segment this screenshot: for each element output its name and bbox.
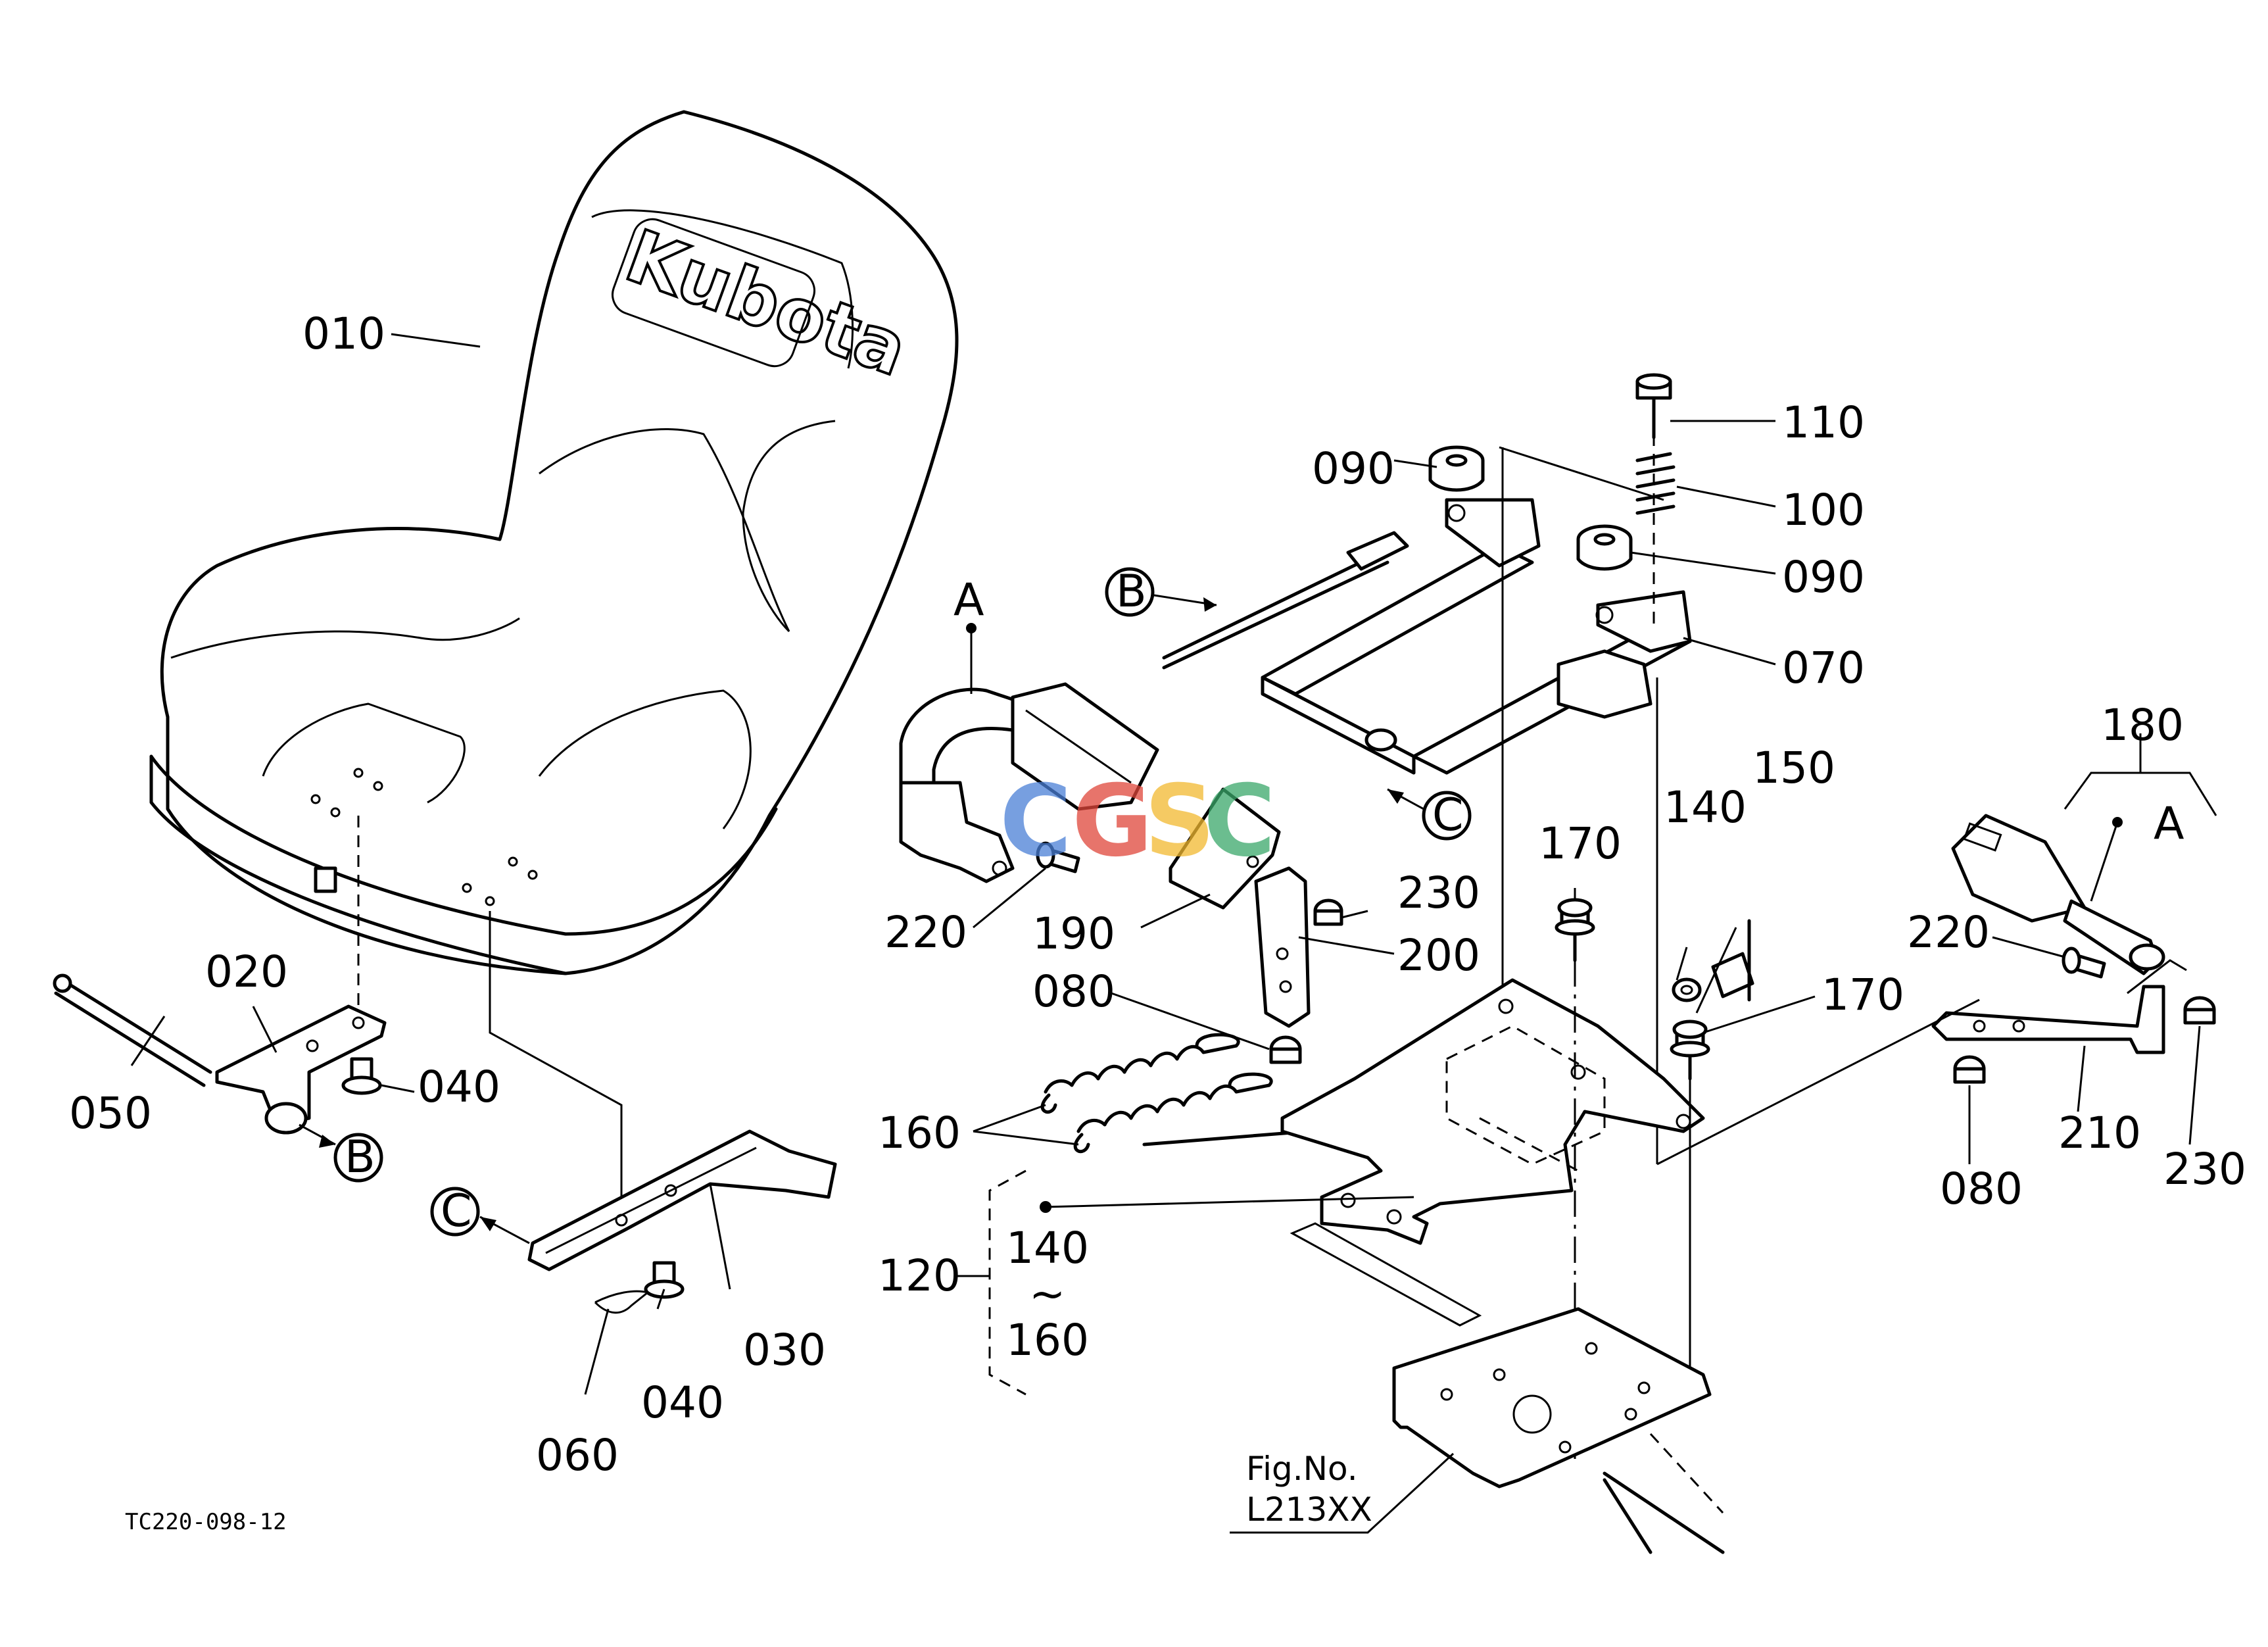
bolt-170-left [1555, 898, 1595, 962]
seat-belt-buckle-180 [1951, 814, 2165, 975]
leader-lines [130, 333, 2201, 1534]
callout-letters: A A B B C C [345, 566, 2184, 1237]
callout-a-left: A [953, 574, 984, 626]
label-040-lower: 040 [641, 1377, 724, 1428]
label-170-left: 170 [1539, 818, 1622, 869]
callout-c-circle-bottom [430, 1187, 530, 1244]
seat-logo-badge: Kubota [612, 212, 919, 393]
watermark-letter-4: C [1203, 764, 1276, 879]
callout-b-bottom: B [345, 1131, 375, 1183]
fig-ref-line1: Fig.No. [1246, 1450, 1358, 1488]
bolt-220-left [1036, 841, 1080, 873]
label-160-lower: 160 [1006, 1315, 1089, 1365]
watermark-letter-1: C [1000, 764, 1072, 879]
label-210: 210 [2058, 1108, 2141, 1158]
bolt-040-lower [644, 1261, 685, 1299]
label-140-upper: 140 [1664, 782, 1747, 833]
label-070: 070 [1782, 643, 1865, 693]
label-020: 020 [205, 946, 288, 997]
label-150: 150 [1752, 743, 1835, 793]
seat-rail-070 [1162, 498, 1692, 775]
callout-b-circle-bottom [299, 1123, 383, 1183]
label-040-upper: 040 [418, 1062, 500, 1112]
seat-belt-retractor [899, 682, 1159, 883]
washer-140 [1672, 977, 1702, 1002]
label-160-upper: 160 [878, 1108, 961, 1158]
label-230-right: 230 [2163, 1144, 2246, 1194]
label-080-right: 080 [1940, 1164, 2023, 1214]
bolt-220-right [2062, 946, 2106, 979]
label-140-lower: 140 [1006, 1223, 1089, 1273]
springs-160 [1040, 1033, 1273, 1154]
nut-230-left [1313, 898, 1343, 926]
range-bracket-120 [988, 1169, 1026, 1396]
drawing-id: TC220-098-12 [125, 1509, 287, 1535]
label-120: 120 [878, 1250, 961, 1301]
label-220-right: 220 [1907, 907, 1990, 958]
callout-a-right: A [2154, 798, 2184, 850]
leader-rail-assembly [1499, 446, 1664, 501]
part-labels: 010 020 050 040 030 040 060 090 110 100 … [69, 308, 2246, 1481]
callout-b-top: B [1116, 566, 1147, 618]
spring-100 [1635, 452, 1676, 515]
label-010: 010 [302, 308, 385, 359]
connector-to-base [1656, 998, 1980, 1166]
nut-230-right [2183, 996, 2216, 1025]
seat-cushion: Kubota [149, 110, 959, 975]
label-230-left: 230 [1397, 868, 1480, 918]
leader-seat-to-030 [489, 911, 623, 1210]
bracket-020 [215, 1004, 387, 1135]
pin-150 [1711, 919, 1754, 1002]
range-separator: ~ [1029, 1269, 1065, 1319]
spring-leader-arrow [1142, 1129, 1311, 1146]
bolt-040-upper [341, 1057, 382, 1095]
bolt-170-right [1670, 1020, 1710, 1081]
label-180: 180 [2101, 700, 2184, 750]
label-110: 110 [1782, 397, 1865, 448]
belt-assembly-bracket-180 [2063, 772, 2217, 816]
callout-c-bottom: C [441, 1185, 471, 1237]
callout-b-circle-top [1105, 567, 1217, 617]
reference-plate [1290, 1222, 1725, 1554]
callout-c-circle-top [1387, 788, 1472, 841]
fig-ref-line2: L213XX [1246, 1490, 1372, 1529]
pin-060 [594, 1290, 650, 1314]
roller-090-upper [1428, 445, 1485, 492]
buckle-plate-190 [1169, 787, 1281, 910]
label-190: 190 [1032, 908, 1115, 959]
bracket-200 [1254, 866, 1311, 1028]
callout-c-top: C [1432, 789, 1463, 841]
label-220-left: 220 [884, 907, 967, 958]
bracket-030 [527, 1129, 837, 1271]
label-200: 200 [1397, 930, 1480, 981]
watermark-letter-2: G [1072, 764, 1153, 879]
nut-080-right [1953, 1055, 1986, 1084]
label-060: 060 [536, 1430, 619, 1481]
label-090-upper: 090 [1312, 443, 1395, 494]
label-030: 030 [743, 1325, 826, 1375]
label-170-right: 170 [1822, 970, 1904, 1020]
connector-A-right [2127, 959, 2187, 995]
nut-080-left [1269, 1035, 1302, 1064]
base-bracket [1280, 978, 1705, 1245]
label-090-lower: 090 [1782, 552, 1865, 602]
bracket-210 [1931, 985, 2165, 1054]
label-080-left: 080 [1032, 966, 1115, 1017]
rod-050 [53, 973, 212, 1087]
label-100: 100 [1782, 485, 1865, 535]
roller-090-lower [1576, 524, 1633, 571]
watermark-letter-3: S [1144, 764, 1215, 879]
dot-a-left [966, 623, 977, 633]
leader-a-right [2090, 822, 2119, 902]
dot-range-120 [1040, 1201, 1051, 1213]
watermark: C G S C [1000, 764, 1276, 879]
bolt-110 [1635, 373, 1672, 439]
label-050: 050 [69, 1088, 152, 1139]
